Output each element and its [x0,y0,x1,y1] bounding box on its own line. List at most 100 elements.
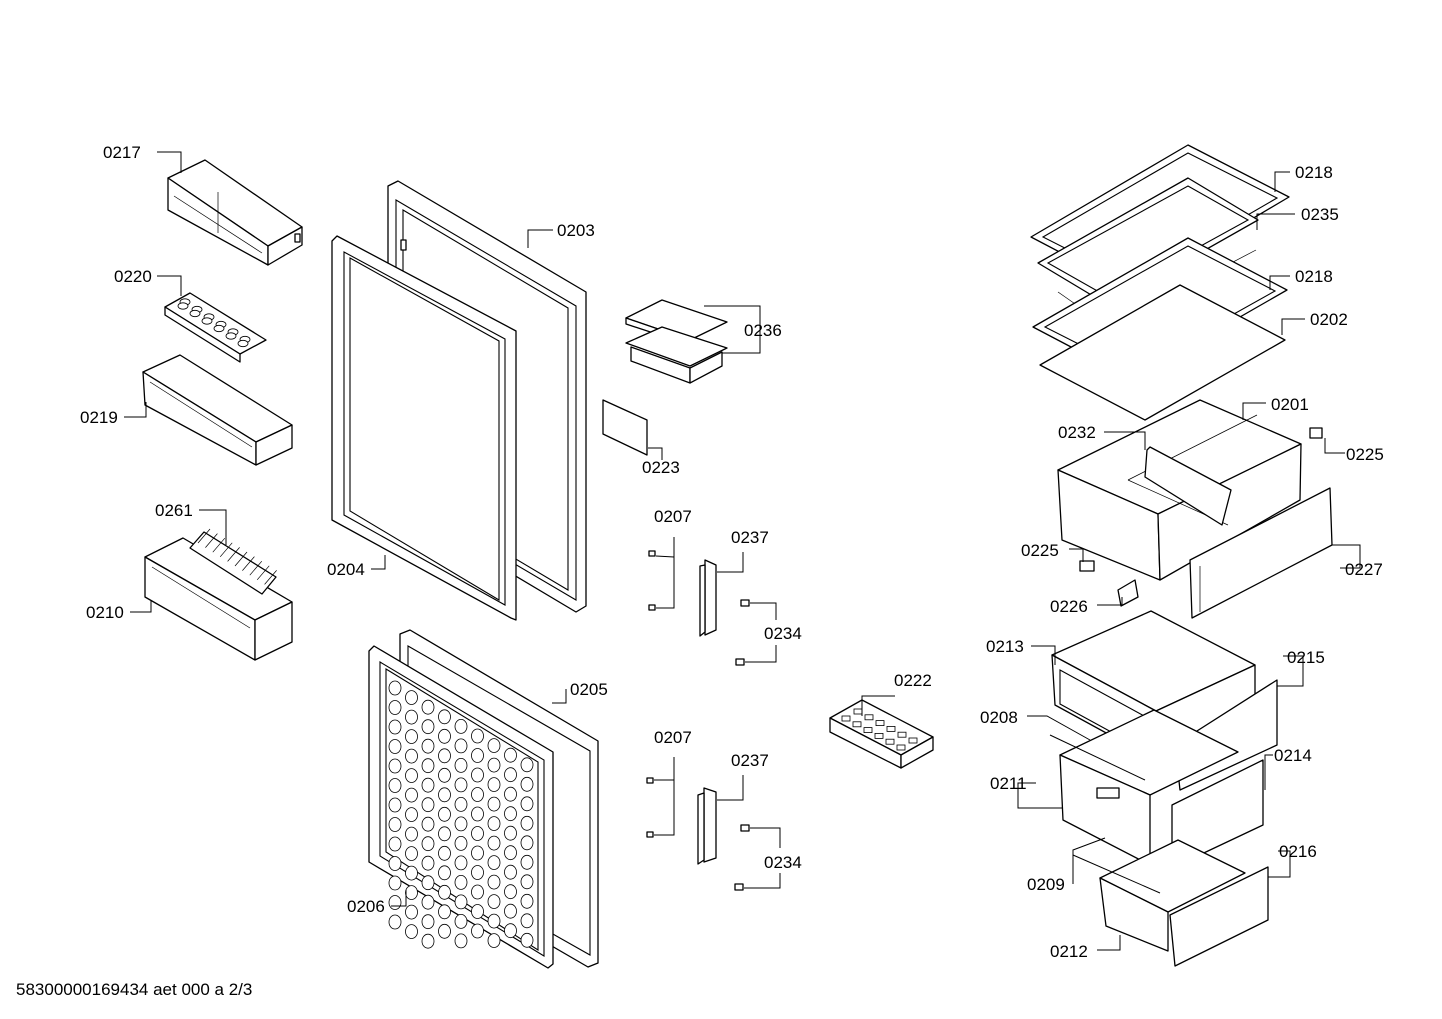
handle-set-lower [646,777,750,891]
door-dimple [471,923,484,939]
door-dimple [421,816,435,832]
drawing-reference-number: 58300000169434 aet 000 a 2/3 [16,980,253,999]
door-dimple [487,874,501,890]
divider-rib [205,533,218,548]
door-dimple [471,728,484,744]
door-dimple [388,680,402,696]
label-0203: 0203 [557,221,595,240]
info-plate-part [602,399,648,456]
door-dimple [438,709,451,725]
door-dimple [487,816,501,831]
door-dimple [405,729,418,744]
door-dimple [405,885,418,900]
door-dimple [520,854,534,870]
freezer-drawer-3 [1099,839,1269,967]
door-dimple [454,875,468,890]
leader-lines [124,151,1361,951]
door-dimple [405,690,418,705]
door-dimple [454,797,468,812]
egg-cup [201,317,213,325]
ice-cube-cell [852,721,862,728]
door-dimple [405,846,418,861]
door-dimple [520,776,534,792]
door-dimple [471,806,484,822]
label-0217: 0217 [103,143,141,162]
door-dimple [471,884,484,900]
ice-tray-part [829,699,934,769]
door-dimple [504,747,517,763]
door-dimple [438,923,451,939]
label-0212: 0212 [1050,942,1088,961]
door-dimple [454,894,468,910]
door-dimple [405,748,418,764]
label-0235: 0235 [1301,205,1339,224]
crisper-divider-part [1144,446,1232,526]
label-0211: 0211 [990,774,1027,793]
label-0202: 0202 [1310,310,1348,329]
door-dimple [388,914,402,930]
door-dimple [388,895,402,910]
label-0209: 0209 [1027,875,1065,894]
door-dimple [454,855,468,871]
crisper-drawer-part [1057,399,1302,581]
butter-compartment-part [167,159,303,266]
door-dimple [504,864,517,880]
door-dimple [405,826,418,842]
egg-cup [177,302,189,310]
door-dimple [471,767,484,783]
label-0227: 0227 [1345,560,1383,579]
door-dimple [504,786,517,802]
fridge-door-gasket-part [331,235,517,621]
door-dimple [438,748,451,764]
egg-cup [213,324,225,333]
label-0206: 0206 [347,897,385,916]
door-dimple [454,758,468,773]
ice-cube-cell [853,708,863,715]
door-dimple [438,865,451,881]
door-dimple [487,796,501,812]
door-dimple [405,768,418,783]
door-dimple [504,825,517,841]
door-dimple [421,855,435,871]
door-dimple [388,817,402,832]
label-0201: 0201 [1271,395,1309,414]
door-dimple [388,797,402,813]
ice-cube-cell [875,720,885,726]
ice-cube-cell [886,726,896,732]
door-dimple [454,933,468,949]
door-dimple [471,826,484,841]
label-0232: 0232 [1058,423,1096,442]
door-dimple [438,904,451,920]
door-dimple [471,845,484,861]
door-dimple [405,924,418,939]
door-dimple [487,933,501,948]
door-dimple [454,719,468,734]
door-dimple [438,884,451,900]
door-dimple [471,865,484,880]
label-0208: 0208 [980,708,1018,727]
door-dimple [454,777,468,793]
label-0219: 0219 [80,408,118,427]
door-dimple [405,709,418,725]
container-with-lid-part [625,299,728,384]
ice-cube-cell [897,731,907,738]
label-0215: 0215 [1287,648,1325,667]
clip-parts [1079,427,1323,572]
door-dimple [520,835,534,851]
door-dimple [388,778,402,793]
ice-cube-cell [864,714,874,721]
label-0210: 0210 [86,603,124,622]
label-0223: 0223 [642,458,680,477]
door-dimple [504,767,517,783]
door-dimple [520,893,534,909]
label-0261: 0261 [155,501,193,520]
door-dimple [520,757,534,773]
label-0214: 0214 [1274,746,1312,765]
label-0213: 0213 [986,637,1024,656]
door-dimple [520,796,534,812]
divider-rib [197,528,211,544]
label-0225-right: 0225 [1346,445,1384,464]
divider-rib [234,551,248,567]
freezer-door-gasket-part [368,645,554,969]
door-dimple [487,835,501,851]
